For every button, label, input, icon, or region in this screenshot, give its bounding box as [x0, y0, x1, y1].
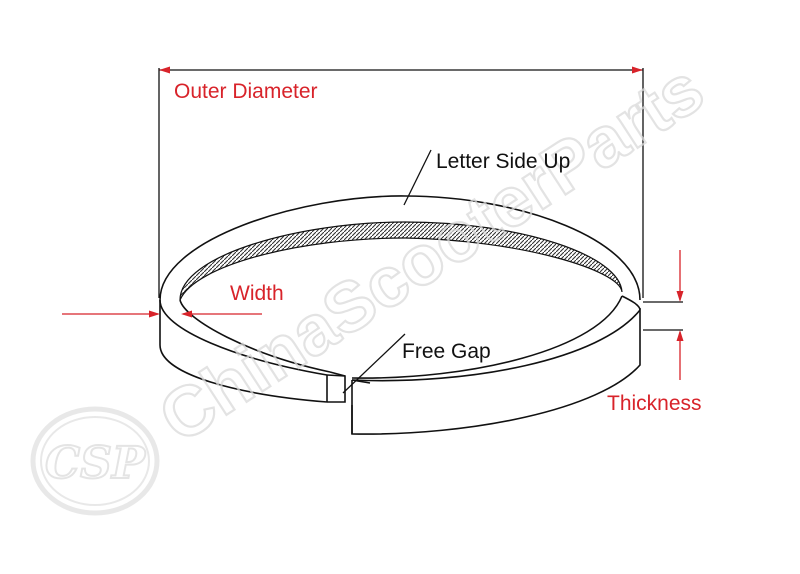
- thickness-dimension: [643, 250, 684, 380]
- width-dimension: [62, 310, 262, 318]
- outer-diameter-dimension: [158, 68, 644, 298]
- outer-diameter-arrowheads: [159, 66, 643, 74]
- leader-lines: [342, 149, 432, 394]
- piston-ring: [159, 195, 641, 435]
- free-gap-label: Free Gap: [402, 340, 491, 363]
- letter-side-up-label: Letter Side Up: [436, 150, 571, 173]
- outer-diameter-label: Outer Diameter: [174, 80, 318, 103]
- thickness-label: Thickness: [607, 392, 702, 415]
- width-label: Width: [230, 282, 284, 305]
